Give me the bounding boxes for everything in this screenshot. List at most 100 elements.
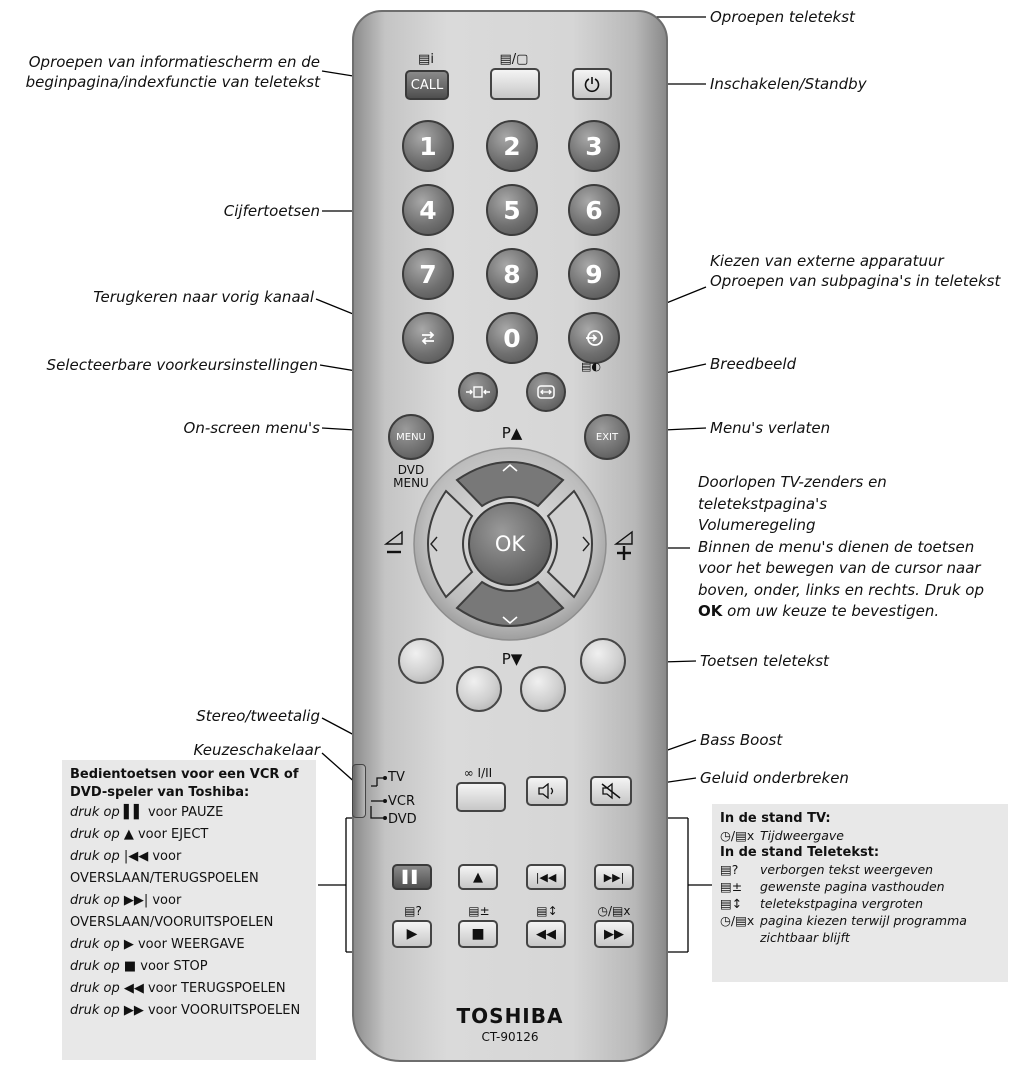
navigation-ring[interactable] (412, 446, 608, 642)
vcr-row-text: OVERSLAAN/VOORUITSPOELEN (70, 915, 274, 930)
rewind-button[interactable]: ◀◀ (526, 920, 566, 948)
digit-9-button[interactable]: 9 (568, 248, 620, 300)
vcr-row-prefix: druk op (70, 805, 120, 820)
vcr-row-text: voor (152, 849, 182, 864)
digit-5-button[interactable]: 5 (486, 184, 538, 236)
teletext-key-red[interactable] (398, 638, 444, 684)
power-icon (584, 77, 600, 92)
legend-icon: ▤↕ (720, 896, 743, 911)
eject-button[interactable]: ▲ (458, 864, 498, 890)
teletext-key-blue[interactable] (580, 638, 626, 684)
vcr-row-icon: ▲ (123, 827, 134, 842)
vcr-row-prefix: druk op (70, 1003, 120, 1018)
input-select-button[interactable] (568, 312, 620, 364)
return-arrows-icon (421, 331, 435, 345)
widescreen-small-icon: ▤◐ (581, 360, 601, 373)
vcr-row: druk op ▶▶ voor VOORUITSPOELEN (70, 1000, 308, 1022)
legend-text: pagina kiezen terwijl programma (760, 913, 967, 928)
legend-row: ▤?verborgen tekst weergeven (720, 861, 1000, 878)
switch-label-tv: TV (388, 770, 405, 785)
label-navigation: Doorlopen TV-zenders en teletekstpagina'… (698, 473, 984, 620)
vcr-row-text: voor (152, 893, 182, 908)
digit-0-button[interactable]: 0 (486, 312, 538, 364)
legend-row: zichtbaar blijft (720, 929, 1000, 946)
enlarge-small-icon: ▤↕ (536, 904, 558, 918)
vcr-row-icon: ▌▌ (123, 805, 144, 820)
widescreen-icon (537, 385, 555, 399)
vcr-row-icon: ▶▶ (123, 1003, 144, 1018)
digit-8-button[interactable]: 8 (486, 248, 538, 300)
digit-6-button[interactable]: 6 (568, 184, 620, 236)
vcr-row: druk op ▶▶| voor (70, 890, 308, 912)
nav-right-button (546, 489, 593, 599)
vcr-row-text: voor PAUZE (147, 805, 224, 820)
vcr-row: druk op ▲ voor EJECT (70, 824, 308, 846)
teletext-button[interactable] (490, 68, 540, 100)
teletext-key-green[interactable] (456, 666, 502, 712)
nav-down-button (455, 580, 565, 627)
digit-2-button[interactable]: 2 (486, 120, 538, 172)
digit-3-button[interactable]: 3 (568, 120, 620, 172)
label-exit-menus: Menu's verlaten (710, 419, 831, 437)
input-arrow-icon (586, 330, 603, 346)
picture-preset-button[interactable] (458, 372, 498, 412)
menu-button[interactable]: MENU (388, 414, 434, 460)
play-button[interactable]: ▶ (392, 920, 432, 948)
vcr-row: druk op ■ voor STOP (70, 956, 308, 978)
ok-button[interactable]: OK (468, 502, 552, 586)
vcr-row-text: voor WEERGAVE (137, 937, 245, 952)
vcr-row-icon: ▶ (123, 937, 134, 952)
tv-mode-title: In de stand TV: (720, 811, 831, 826)
digit-4-button[interactable]: 4 (402, 184, 454, 236)
widescreen-button[interactable] (526, 372, 566, 412)
p-down-label: P▼ (501, 650, 523, 668)
brand-logo: TOSHIBA (456, 1004, 564, 1028)
label-presets: Selecteerbare voorkeursinstellingen (46, 356, 318, 374)
stop-button[interactable]: ■ (458, 920, 498, 948)
vcr-row-icon: ▶▶| (123, 893, 149, 908)
stereo-button[interactable] (456, 782, 506, 812)
pause-button[interactable]: ▌▌ (392, 864, 432, 890)
previous-channel-button[interactable] (402, 312, 454, 364)
legend-row: ▤±gewenste pagina vasthouden (720, 878, 1000, 895)
vcr-row: druk op ◀◀ voor TERUGSPOELEN (70, 978, 308, 1000)
selector-switch[interactable] (352, 764, 366, 818)
vcr-row: druk op ▌▌ voor PAUZE (70, 802, 308, 824)
label-widescreen: Breedbeeld (710, 355, 797, 373)
mute-button[interactable] (590, 776, 632, 806)
call-button[interactable]: CALL (405, 70, 449, 100)
teletext-key-yellow[interactable] (520, 666, 566, 712)
teletext-small-icon: ▤/▢ (499, 52, 529, 67)
label-menus: On-screen menu's (183, 419, 320, 437)
nav-up-button (455, 461, 565, 508)
bass-boost-button[interactable] (526, 776, 568, 806)
legend-text: zichtbaar blijft (760, 930, 850, 945)
digit-1-button[interactable]: 1 (402, 120, 454, 172)
vcr-row: druk op ▶ voor WEERGAVE (70, 934, 308, 956)
label-selector: Keuzeschakelaar (193, 741, 320, 759)
vcr-row-prefix: druk op (70, 937, 120, 952)
skip-forward-button[interactable]: ▶▶| (594, 864, 634, 890)
bass-boost-icon (538, 783, 554, 799)
legend-text: verborgen tekst weergeven (760, 862, 934, 877)
legend-text: teletekstpagina vergroten (760, 896, 924, 911)
vcr-row-icon: ■ (123, 959, 137, 974)
vcr-row-icon: ◀◀ (123, 981, 144, 996)
model-number: CT-90126 (481, 1030, 539, 1044)
vcr-row-text: voor TERUGSPOELEN (147, 981, 286, 996)
legend-icon: ◷/▤x (720, 913, 755, 928)
volume-up-icon (614, 530, 633, 560)
skip-back-button[interactable]: |◀◀ (526, 864, 566, 890)
standby-button[interactable] (572, 68, 612, 100)
digit-7-button[interactable]: 7 (402, 248, 454, 300)
call-small-icon: ▤i (418, 52, 434, 67)
switch-label-dvd: DVD (388, 812, 417, 827)
vcr-row-prefix: druk op (70, 959, 120, 974)
exit-button[interactable]: EXIT (584, 414, 630, 460)
time-small-icon: ◷/▤x (597, 904, 631, 918)
fast-forward-button[interactable]: ▶▶ (594, 920, 634, 948)
